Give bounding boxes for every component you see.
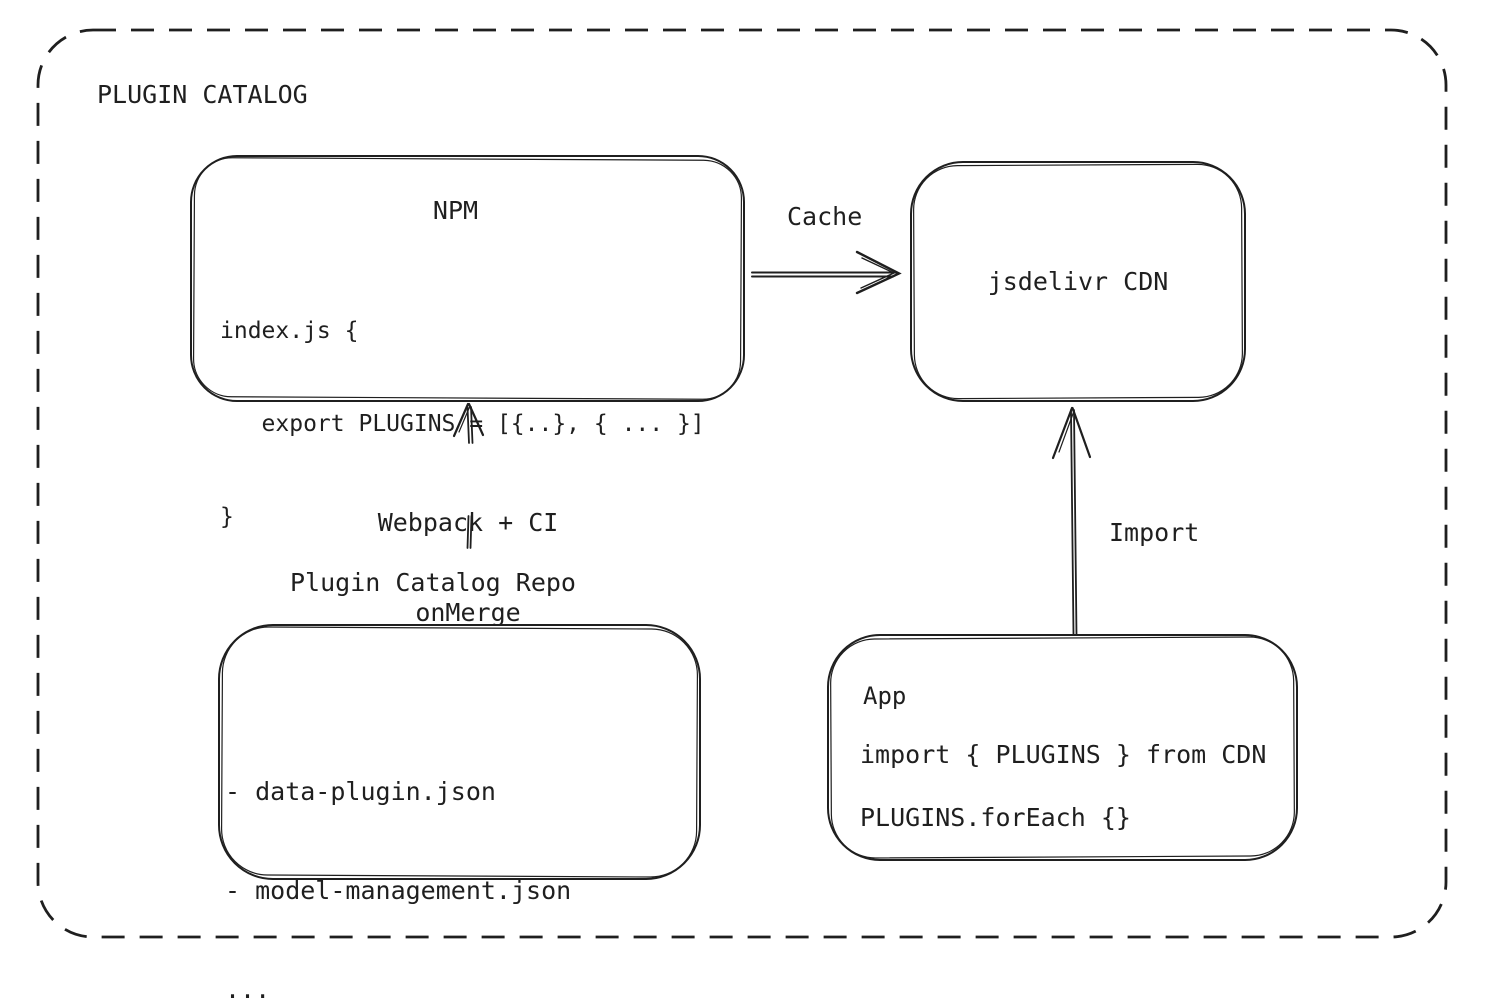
file-item: - model-management.json bbox=[225, 876, 572, 905]
repo-node-title: Plugin Catalog Repo bbox=[290, 568, 576, 597]
build-arrow bbox=[452, 402, 485, 444]
cache-arrow bbox=[751, 250, 902, 295]
import-edge-label: Import bbox=[1109, 518, 1200, 547]
code-line: } bbox=[220, 504, 234, 530]
npm-node-shape bbox=[190, 155, 745, 402]
build-edge-label: Webpack + CI onMerge bbox=[348, 448, 588, 688]
build-connector bbox=[466, 515, 473, 549]
catalog-title: PLUGIN CATALOG bbox=[97, 80, 308, 109]
repo-node-shape bbox=[218, 624, 701, 880]
app-node-title: App bbox=[863, 682, 907, 710]
build-edge-label-line: Webpack + CI bbox=[377, 508, 559, 537]
code-line: index.js { bbox=[220, 318, 359, 344]
npm-code-block: index.js { export PLUGINS = [{..}, { ...… bbox=[220, 254, 705, 595]
catalog-boundary bbox=[36, 28, 1448, 939]
build-edge-label-line: onMerge bbox=[415, 598, 521, 627]
repo-file-list: - data-plugin.json - model-management.js… bbox=[225, 709, 571, 1002]
file-item: - data-plugin.json bbox=[225, 777, 496, 806]
cdn-node-title: jsdelivr CDN bbox=[987, 267, 1169, 296]
cache-edge-label: Cache bbox=[787, 202, 863, 231]
file-item: ... bbox=[225, 975, 271, 1002]
code-line: export PLUGINS = [{..}, { ... }] bbox=[220, 411, 705, 437]
app-code-import: import { PLUGINS } from CDN bbox=[860, 740, 1267, 769]
app-code-foreach: PLUGINS.forEach {} bbox=[860, 803, 1131, 832]
app-node-shape bbox=[827, 634, 1298, 861]
npm-node-title: NPM bbox=[432, 196, 479, 225]
import-arrow bbox=[1051, 406, 1092, 636]
cdn-node-shape bbox=[910, 161, 1246, 402]
